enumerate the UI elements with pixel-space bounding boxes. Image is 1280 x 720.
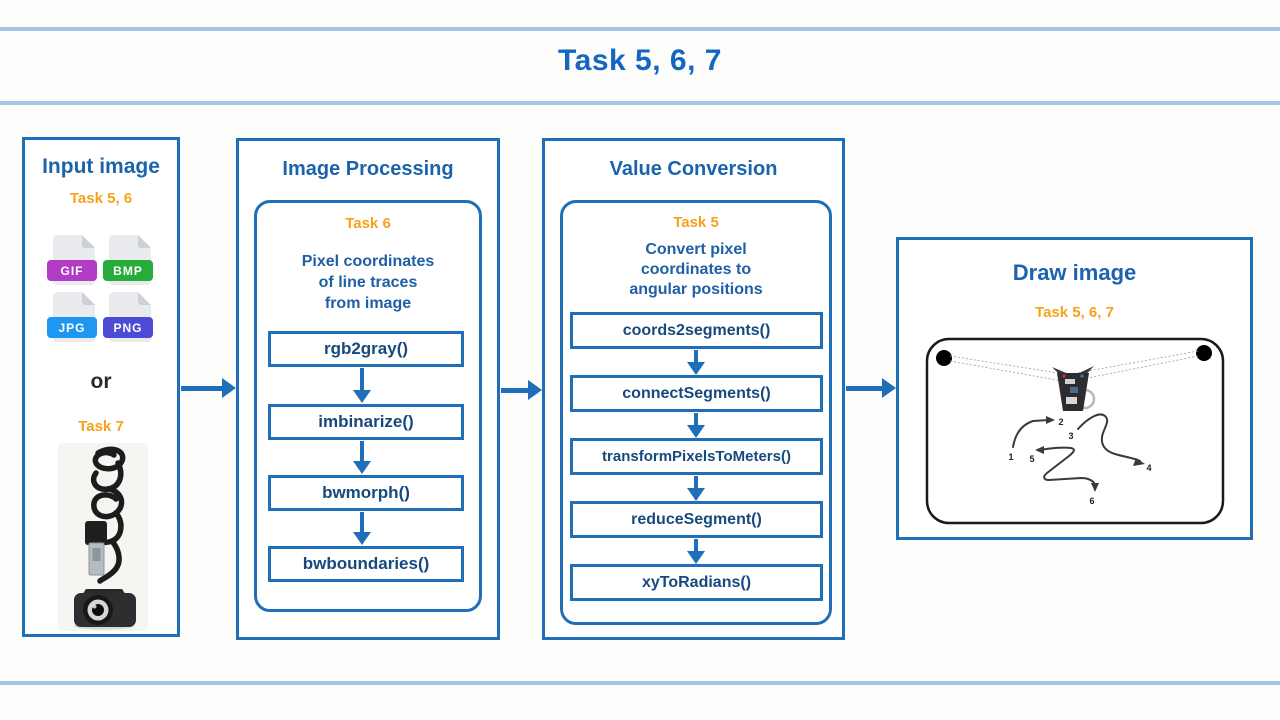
or-label: or	[90, 370, 112, 393]
image-processing-title: Image Processing	[282, 158, 454, 180]
waypoint-6: 6	[1089, 496, 1094, 506]
arrow-down-icon	[353, 441, 371, 474]
arrow-down-icon	[687, 539, 705, 564]
trace-arrowheads	[1035, 416, 1145, 492]
task6-description: Pixel coordinates of line traces from im…	[301, 253, 435, 312]
function-box-bwmorph: bwmorph()	[268, 475, 464, 511]
task6-panel: Task 6 Pixel coordinates of line traces …	[254, 200, 482, 612]
function-box-transformpixelstometers: transformPixelsToMeters()	[570, 438, 823, 475]
input-task-label: Task 5, 6	[69, 190, 133, 207]
value-conversion-title: Value Conversion	[609, 158, 778, 180]
draw-task-label: Task 5, 6, 7	[1035, 304, 1114, 321]
waypoint-3: 3	[1068, 431, 1073, 441]
input-image-panel: Input image Task 5, 6 GIF BMP JPG PNG or…	[22, 137, 180, 637]
arrow-down-icon	[687, 350, 705, 375]
function-box-imbinarize: imbinarize()	[268, 404, 464, 440]
page-title: Task 5, 6, 7	[558, 44, 722, 77]
png-badge: PNG	[103, 317, 153, 338]
image-processing-panel: Image Processing Task 6 Pixel coordinate…	[236, 138, 500, 640]
task5-description: Convert pixel coordinates to angular pos…	[629, 241, 763, 298]
draw-image-panel: Draw image Task 5, 6, 7	[896, 237, 1253, 540]
function-box-rgb2gray: rgb2gray()	[268, 331, 464, 367]
top-divider-line	[0, 27, 1280, 31]
jpg-badge: JPG	[47, 317, 97, 338]
function-box-reducesegment: reduceSegment()	[570, 501, 823, 538]
png-file-icon: PNG	[103, 292, 153, 342]
task5-panel: Task 5 Convert pixel coordinates to angu…	[560, 200, 832, 625]
waypoint-4: 4	[1146, 463, 1151, 473]
arrow-right-icon	[181, 378, 236, 398]
left-anchor-dot	[936, 350, 952, 366]
bottom-divider-line	[0, 681, 1280, 685]
function-box-xytoradians: xyToRadians()	[570, 564, 823, 601]
webcam-illustration	[58, 443, 148, 631]
webcam-photo	[58, 443, 148, 631]
gif-badge: GIF	[47, 260, 97, 281]
title-divider-line	[0, 101, 1280, 105]
task6-label: Task 6	[345, 215, 391, 232]
waypoint-5: 5	[1029, 454, 1034, 464]
right-anchor-dot	[1196, 345, 1212, 361]
waypoint-2: 2	[1058, 417, 1063, 427]
input-task7-label: Task 7	[78, 418, 124, 435]
arrow-down-icon	[353, 512, 371, 545]
gif-file-icon: GIF	[47, 235, 97, 285]
arrow-right-icon	[846, 378, 896, 398]
plotter-board-image: 1 2 3 4 5 6	[925, 337, 1225, 525]
waypoint-1: 1	[1008, 452, 1013, 462]
arrow-right-icon	[501, 380, 542, 400]
function-box-connectsegments: connectSegments()	[570, 375, 823, 412]
strings	[949, 350, 1199, 382]
function-box-bwboundaries: bwboundaries()	[268, 546, 464, 582]
plotter-board-illustration: 1 2 3 4 5 6	[925, 337, 1225, 525]
waypoint-labels: 1 2 3 4 5 6	[1008, 417, 1151, 506]
trace-path	[1012, 413, 1141, 487]
input-image-title: Input image	[42, 155, 160, 178]
function-box-coords2segments: coords2segments()	[570, 312, 823, 349]
bmp-badge: BMP	[103, 260, 153, 281]
value-conversion-panel: Value Conversion Task 5 Convert pixel co…	[542, 138, 845, 640]
jpg-file-icon: JPG	[47, 292, 97, 342]
bmp-file-icon: BMP	[103, 235, 153, 285]
task5-label: Task 5	[673, 214, 719, 231]
arrow-down-icon	[687, 476, 705, 501]
draw-image-title: Draw image	[1012, 260, 1137, 285]
plotter-robot	[1052, 366, 1096, 411]
arrow-down-icon	[687, 413, 705, 438]
arrow-down-icon	[353, 368, 371, 403]
